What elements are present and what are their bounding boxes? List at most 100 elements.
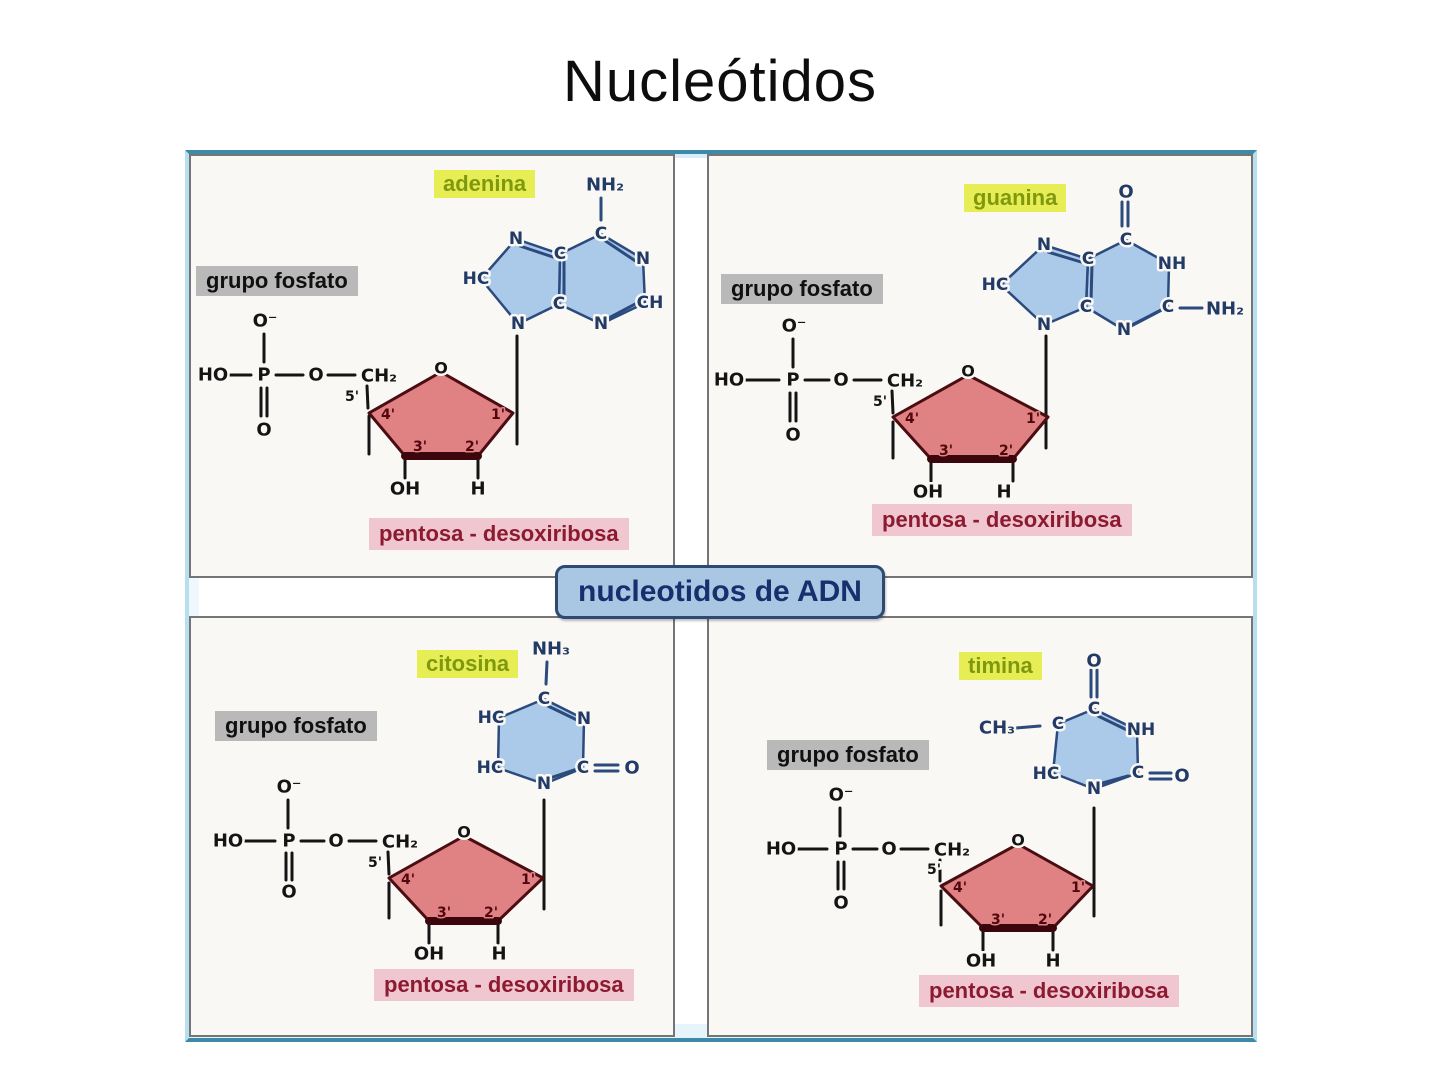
phosphate-group-label: grupo fosfato xyxy=(767,740,929,771)
atom-label: O xyxy=(833,370,848,391)
atom-label: HC xyxy=(982,275,1009,295)
atom-label: NH₃ xyxy=(532,639,570,660)
atom-label: HC xyxy=(463,269,490,289)
bond-line xyxy=(602,238,639,264)
atom-label: 2' xyxy=(1038,912,1052,928)
atom-label: O xyxy=(1118,182,1133,203)
atom-label: O xyxy=(624,758,639,779)
atom-label: 1' xyxy=(491,407,505,423)
atom-label: H xyxy=(1045,951,1060,972)
bond-line xyxy=(1128,308,1163,328)
atom-label: 4' xyxy=(905,411,919,427)
atom-label: 3' xyxy=(939,443,953,459)
base-ring-shape xyxy=(557,232,647,326)
atom-label: CH₂ xyxy=(382,832,418,853)
atom-label: 5' xyxy=(345,389,359,405)
atom-label: O xyxy=(308,365,323,386)
phosphate-group-label: grupo fosfato xyxy=(721,274,883,305)
atom-label: O xyxy=(434,359,448,378)
pentose-label: pentosa - desoxiribosa xyxy=(872,504,1132,537)
atom-label: O xyxy=(281,882,296,903)
atom-label: H xyxy=(470,479,485,500)
atom-label: HO xyxy=(198,365,228,386)
slide-title: Nucleótidos xyxy=(562,49,878,114)
atom-label: O xyxy=(457,823,471,842)
atom-label: HC xyxy=(478,708,505,728)
base-name-label: citosina xyxy=(417,650,519,679)
atom-label: O⁻ xyxy=(829,785,854,806)
atom-label: 2' xyxy=(999,443,1013,459)
atom-label: N xyxy=(511,314,525,334)
atom-label: 2' xyxy=(465,439,479,455)
atom-label: HO xyxy=(766,839,796,860)
base-name-label: adenina xyxy=(434,170,536,199)
atom-label: N xyxy=(537,774,551,794)
atom-label: C xyxy=(553,294,565,314)
bond-line xyxy=(1096,714,1131,733)
bond-line xyxy=(544,660,549,686)
atom-label: NH xyxy=(1158,254,1186,274)
bond-line xyxy=(365,384,370,410)
atom-label: C xyxy=(1082,249,1094,269)
base-ring-shape xyxy=(496,697,586,786)
atom-label: O⁻ xyxy=(782,316,807,337)
atom-label: C xyxy=(554,244,566,264)
atom-label: 1' xyxy=(521,872,535,888)
atom-label: H xyxy=(996,482,1011,503)
atom-label: C xyxy=(1120,230,1132,250)
bond-line xyxy=(1014,724,1042,730)
bond-line xyxy=(546,704,581,723)
atom-label: 3' xyxy=(991,912,1005,928)
atom-label: N xyxy=(636,249,650,269)
atom-label: C xyxy=(1162,297,1174,317)
atom-label: NH xyxy=(1127,720,1155,740)
pentose-label: pentosa - desoxiribosa xyxy=(919,975,1179,1008)
pentose-label: pentosa - desoxiribosa xyxy=(369,518,629,551)
bond-line xyxy=(548,767,579,780)
atom-label: O⁻ xyxy=(253,311,278,332)
base-ring-shape xyxy=(1051,707,1140,791)
atom-label: 4' xyxy=(401,872,415,888)
atom-label: 5' xyxy=(873,394,887,410)
atom-label: C xyxy=(1080,297,1092,317)
phosphate-group-label: grupo fosfato xyxy=(215,711,377,742)
bond-line xyxy=(890,389,895,415)
pentose-label: pentosa - desoxiribosa xyxy=(374,969,634,1002)
atom-label: OH xyxy=(414,944,444,965)
atom-label: C xyxy=(577,758,589,778)
atom-label: N xyxy=(1087,779,1101,799)
atom-label: 4' xyxy=(953,880,967,896)
atom-label: NH₂ xyxy=(586,175,624,196)
atom-label: O xyxy=(881,839,896,860)
atom-label: HO xyxy=(213,831,243,852)
base-ring-shape xyxy=(479,237,562,326)
atom-label: CH₂ xyxy=(934,840,970,861)
phosphate-group-label: grupo fosfato xyxy=(196,266,358,297)
atom-label: N xyxy=(509,229,523,249)
atom-label: OH xyxy=(913,482,943,503)
atom-label: N xyxy=(594,314,608,334)
atom-label: 3' xyxy=(413,439,427,455)
atom-label: H xyxy=(491,944,506,965)
atom-label: CH₂ xyxy=(887,371,923,392)
atom-label: N xyxy=(1037,235,1051,255)
atom-label: OH xyxy=(390,479,420,500)
atom-label: 1' xyxy=(1071,880,1085,896)
base-name-label: guanina xyxy=(964,184,1067,213)
atom-label: NH₂ xyxy=(1206,299,1244,320)
bond-line xyxy=(1097,774,1130,786)
atom-label: C xyxy=(1052,714,1064,734)
atom-label: C xyxy=(1132,763,1144,783)
atom-label: HC xyxy=(1033,764,1060,784)
atom-label: C xyxy=(1088,699,1100,719)
base-name-label: timina xyxy=(959,652,1042,681)
atom-label: O⁻ xyxy=(277,777,302,798)
bond-line xyxy=(603,300,641,322)
atom-label: 2' xyxy=(484,905,498,921)
